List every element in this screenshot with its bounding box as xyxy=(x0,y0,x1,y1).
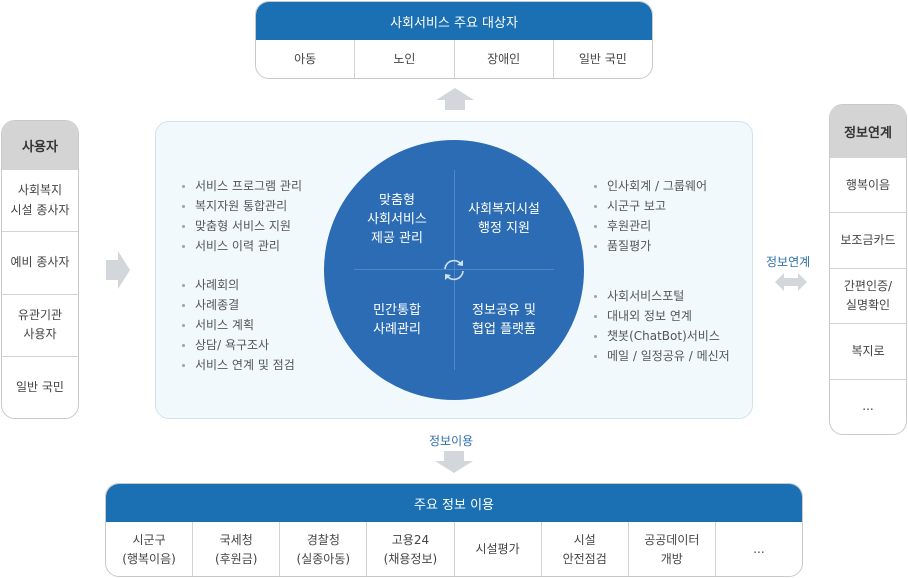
user-item-prospective-worker: 예비 종사자 xyxy=(2,231,78,293)
target-users-title: 사회서비스 주요 대상자 xyxy=(256,2,652,40)
target-item-children: 아동 xyxy=(294,52,317,67)
target-item-elderly: 노인 xyxy=(354,40,453,78)
use-item-sigungu: 시군구 (행복이음) xyxy=(122,532,176,566)
use-item-open-data: 공공데이터 개방 xyxy=(627,522,715,576)
list-item: 맞춤형 서비스 지원 xyxy=(182,216,302,236)
link-item-subsidy-card: 보조금카드 xyxy=(830,212,906,267)
list-item: 사회서비스포털 xyxy=(594,286,730,306)
user-panel-title: 사용자 xyxy=(2,121,78,169)
list-item: 사례회의 xyxy=(182,275,295,295)
list-item: 메일 / 일정공유 / 메신저 xyxy=(594,346,730,366)
info-link-panel: 정보연계 행복이음 보조금카드 간편인증/ 실명확인 복지로 ... xyxy=(829,104,907,435)
info-use-title: 주요 정보 이용 xyxy=(106,484,802,522)
list-item: 후원관리 xyxy=(594,216,707,236)
arrow-right-icon xyxy=(106,251,130,289)
user-item-agency-user: 유관기관 사용자 xyxy=(2,293,78,356)
use-item-more: ... xyxy=(714,522,802,576)
info-use-label: 정보이용 xyxy=(429,434,474,448)
user-item-public: 일반 국민 xyxy=(2,355,78,418)
list-item: 서비스 프로그램 관리 xyxy=(182,176,302,196)
info-link-label: 정보연계 xyxy=(766,255,811,269)
list-item: 대내외 정보 연계 xyxy=(594,306,730,326)
left-lower-list: 사례회의 사례종결 서비스 계획 상담/ 욕구조사 서비스 연계 및 점검 xyxy=(182,275,295,375)
circle-divider-horizontal xyxy=(354,269,554,270)
user-panel: 사용자 사회복지 시설 종사자 예비 종사자 유관기관 사용자 일반 국민 xyxy=(1,120,79,419)
list-item: 서비스 계획 xyxy=(182,315,295,335)
use-item-facility-eval: 시설평가 xyxy=(453,522,541,576)
link-item-haengbok: 행복이음 xyxy=(830,157,906,212)
quadrant-custom-service: 맞춤형 사회서비스 제공 관리 xyxy=(367,193,427,246)
quadrant-facility-admin: 사회복지시설 행정 지원 xyxy=(468,202,540,236)
list-item: 서비스 연계 및 점검 xyxy=(182,355,295,375)
list-item: 인사회계 / 그룹웨어 xyxy=(594,176,707,196)
use-item-safety-check: 시설 안전점검 xyxy=(540,522,628,576)
use-item-police: 경찰청 (실종아동) xyxy=(279,522,366,576)
left-upper-list: 서비스 프로그램 관리 복지자원 통합관리 맞춤형 서비스 지원 서비스 이력 … xyxy=(182,176,302,256)
use-item-nts: 국세청 (후원금) xyxy=(192,522,279,576)
arrow-left-right-icon xyxy=(775,273,807,291)
list-item: 서비스 이력 관리 xyxy=(182,236,302,256)
refresh-cycle-icon xyxy=(444,259,464,281)
info-use-panel: 주요 정보 이용 시군구 (행복이음) 국세청 (후원금) 경찰청 (실종아동)… xyxy=(105,483,803,577)
quadrant-case-management: 민간통합 사례관리 xyxy=(373,303,421,337)
link-item-more: ... xyxy=(830,378,906,434)
arrow-down-icon xyxy=(435,451,473,473)
target-users-panel: 사회서비스 주요 대상자 아동 노인 장애인 일반 국민 xyxy=(255,1,653,79)
circle-divider-vertical xyxy=(454,170,455,370)
target-item-public: 일반 국민 xyxy=(552,40,652,78)
link-item-bokjiro: 복지로 xyxy=(830,323,906,378)
use-item-employment: 고용24 (채용정보) xyxy=(366,522,453,576)
user-item-facility-worker: 사회복지 시설 종사자 xyxy=(2,169,78,231)
right-upper-list: 인사회계 / 그룹웨어 시군구 보고 후원관리 품질평가 xyxy=(594,176,707,256)
list-item: 복지자원 통합관리 xyxy=(182,196,302,216)
link-item-auth: 간편인증/ 실명확인 xyxy=(830,267,906,323)
list-item: 상담/ 욕구조사 xyxy=(182,335,295,355)
list-item: 시군구 보고 xyxy=(594,196,707,216)
right-lower-list: 사회서비스포털 대내외 정보 연계 챗봇(ChatBot)서비스 메일 / 일정… xyxy=(594,286,730,366)
list-item: 사례종결 xyxy=(182,295,295,315)
quadrant-collaboration-platform: 정보공유 및 협업 플랫폼 xyxy=(472,303,536,337)
arrow-up-icon xyxy=(436,88,474,110)
list-item: 품질평가 xyxy=(594,236,707,256)
info-link-panel-title: 정보연계 xyxy=(830,105,906,157)
list-item: 챗봇(ChatBot)서비스 xyxy=(594,326,730,346)
target-item-disabled: 장애인 xyxy=(453,40,553,78)
